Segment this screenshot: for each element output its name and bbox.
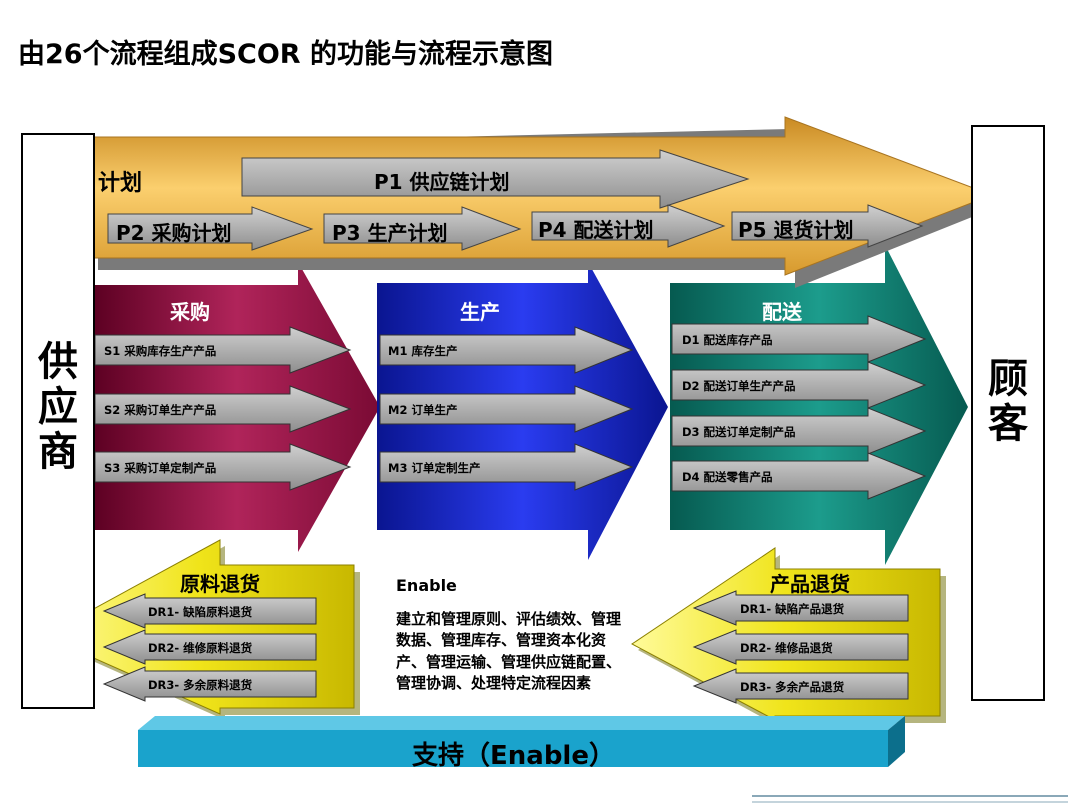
source-header: 采购 <box>170 300 210 324</box>
dr1-material-arrow <box>102 593 317 629</box>
dr2-product-arrow <box>692 629 909 665</box>
d1-arrow <box>671 315 927 363</box>
dr3-product-arrow <box>692 668 909 704</box>
m2-label: M2 订单生产 <box>388 403 458 417</box>
supplier-box: 供应商 <box>21 133 95 709</box>
support-bar <box>138 716 905 767</box>
s3-label: S3 采购订单定制产品 <box>104 461 217 475</box>
deliver-header: 配送 <box>762 300 802 324</box>
m3-label: M3 订单定制生产 <box>388 461 481 475</box>
s3-arrow <box>94 443 352 491</box>
d3-label: D3 配送订单定制产品 <box>682 425 796 439</box>
dr1-product-arrow <box>692 590 909 626</box>
d4-arrow <box>671 452 927 500</box>
footer-lines <box>752 795 1068 803</box>
supplier-label: 供应商 <box>23 339 93 475</box>
p2-arrow <box>107 206 314 251</box>
s2-label: S2 采购订单生产产品 <box>104 403 217 417</box>
d3-arrow <box>671 407 927 455</box>
dr3-material-arrow <box>102 666 317 702</box>
make-header: 生产 <box>460 300 500 324</box>
d1-label: D1 配送库存产品 <box>682 333 773 347</box>
p3-arrow <box>323 206 522 251</box>
p1-label: P1 供应链计划 <box>374 170 510 194</box>
p1-arrow <box>241 149 750 209</box>
p5-arrow <box>731 204 924 248</box>
p4-arrow <box>531 204 726 248</box>
p4-label: P4 配送计划 <box>538 218 654 242</box>
customer-label-text: 顾客 <box>988 356 1028 447</box>
dr3-product-label: DR3- 多余产品退货 <box>740 680 845 694</box>
customer-label: 顾客 <box>973 357 1043 447</box>
m1-label: M1 库存生产 <box>388 344 458 358</box>
dr1-material-label: DR1- 缺陷原料退货 <box>148 605 253 619</box>
m1-arrow <box>379 326 634 374</box>
d2-label: D2 配送订单生产产品 <box>682 379 796 393</box>
dr2-material-label: DR2- 维修原料退货 <box>148 641 253 655</box>
dr3-material-label: DR3- 多余原料退货 <box>148 678 253 692</box>
return-material-header: 原料退货 <box>180 572 260 596</box>
dr2-product-label: DR2- 维修品退货 <box>740 641 833 655</box>
dr1-product-label: DR1- 缺陷产品退货 <box>740 602 845 616</box>
p5-label: P5 退货计划 <box>738 218 854 242</box>
supplier-label-text: 供应商 <box>38 339 78 475</box>
return-product-header: 产品退货 <box>770 572 850 596</box>
p3-label: P3 生产计划 <box>332 221 448 245</box>
customer-box: 顾客 <box>971 125 1045 701</box>
page-title: 由26个流程组成SCOR 的功能与流程示意图 <box>18 39 553 70</box>
s1-arrow <box>94 326 352 374</box>
p2-label: P2 采购计划 <box>116 221 232 245</box>
plan-band-arrow <box>89 116 1002 288</box>
dr2-material-arrow <box>102 629 317 665</box>
s2-arrow <box>94 385 352 433</box>
plan-label: 计划 <box>98 171 143 196</box>
m3-arrow <box>379 443 634 491</box>
enable-description: 建立和管理原则、评估绩效、管理数据、管理库存、管理资本化资产、管理运输、管理供应… <box>396 610 622 692</box>
support-label: 支持（Enable） <box>412 741 615 771</box>
m2-arrow <box>379 385 634 433</box>
s1-label: S1 采购库存生产产品 <box>104 344 217 358</box>
d4-label: D4 配送零售产品 <box>682 470 773 484</box>
enable-title: Enable <box>396 576 457 595</box>
d2-arrow <box>671 361 927 409</box>
deliver-band-arrow <box>670 245 968 565</box>
